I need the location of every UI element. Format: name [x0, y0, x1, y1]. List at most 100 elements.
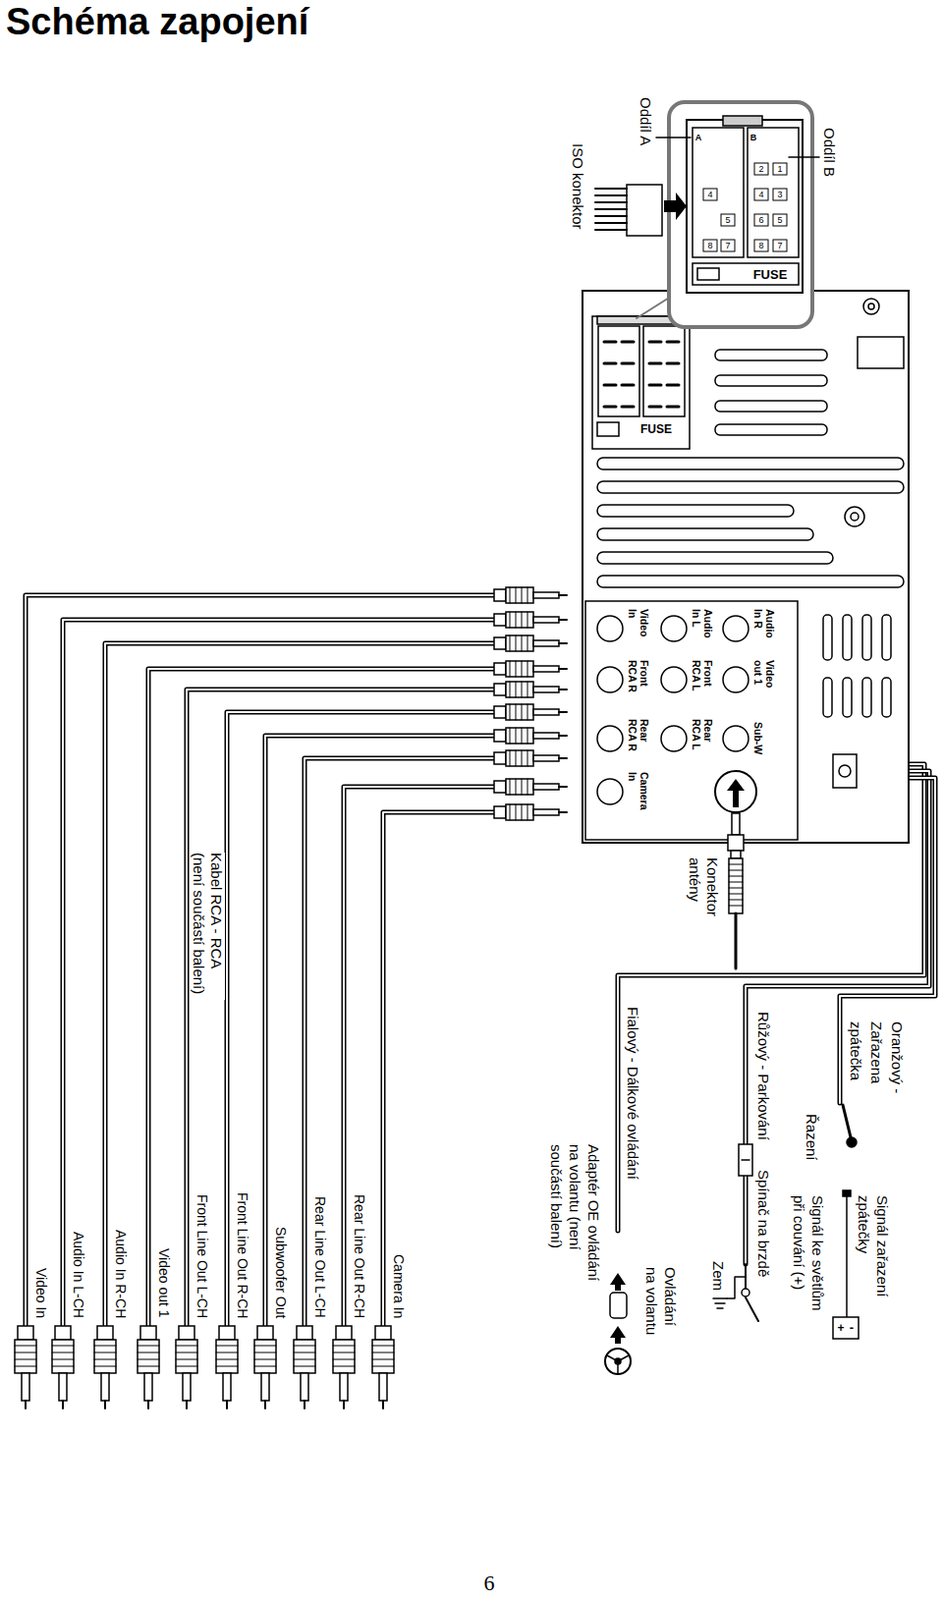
jack-label: Rear RCA R — [626, 719, 651, 759]
vent-slot — [715, 424, 828, 436]
rca-cable-core — [186, 689, 497, 1329]
rca-plug-ridge — [521, 661, 523, 677]
ground-symbol — [717, 1307, 723, 1310]
rca-cable — [62, 619, 497, 1329]
rca-plug-ridge — [52, 1345, 74, 1347]
rca-plug-ridge — [14, 1359, 37, 1361]
rca-cable-core — [383, 812, 497, 1329]
rca-plug-ridge — [515, 804, 517, 821]
rca-plug-ridge — [521, 704, 523, 721]
steering-spoke — [617, 1355, 629, 1362]
rca-plug-tip — [533, 640, 559, 647]
antenna-plug-tip — [731, 813, 740, 835]
rca-plug-ridge — [515, 727, 517, 744]
rca-plug-ridge — [332, 1345, 355, 1347]
rca-plug-ridge — [52, 1366, 74, 1368]
pin-square — [721, 239, 735, 252]
rca-plug-ridge — [372, 1352, 394, 1354]
section-b-outline — [747, 127, 799, 258]
fuse-label: FUSE — [640, 423, 672, 436]
rca-plug-ridge — [216, 1366, 238, 1368]
rca-plug-ridge — [137, 1366, 160, 1368]
rca-plug-ridge — [137, 1352, 160, 1354]
rca-plug-body — [14, 1339, 37, 1374]
jack-outline — [597, 725, 623, 752]
page-title: Schéma zapojení — [5, 0, 309, 46]
rca-plug-pin — [225, 1400, 228, 1409]
rca-plug-tip — [182, 1373, 191, 1401]
rca-plug-body — [505, 661, 534, 677]
jack-label: Audio In L — [690, 609, 715, 649]
wire-label: Zem — [709, 1261, 727, 1291]
wire-connector — [832, 754, 857, 788]
rca-plug-pin — [558, 734, 567, 737]
vent-slot — [882, 614, 891, 661]
rca-plug-ridge — [509, 750, 511, 767]
pointer-arrow — [610, 1273, 626, 1291]
pin-number: 8 — [758, 241, 764, 251]
jack-label: Rear RCA L — [690, 719, 715, 759]
rca-plug-collar — [296, 1326, 313, 1340]
rca-plug-collar — [178, 1326, 195, 1340]
rca-plug-ridge — [515, 635, 517, 652]
rca-plug-pin — [147, 1400, 150, 1409]
rca-plug-collar — [494, 589, 506, 602]
jack-circle — [596, 777, 624, 806]
iso-socket-half — [598, 326, 640, 417]
rca-plug-pin — [558, 785, 567, 788]
iso-socket — [592, 316, 690, 449]
rca-plug-body — [505, 778, 534, 795]
jack-circle — [721, 724, 750, 753]
wire-label: Řazení — [802, 1113, 821, 1162]
pin-number: 2 — [758, 165, 764, 174]
rca-plug-ridge — [14, 1345, 37, 1347]
rca-plug-ridge — [527, 681, 529, 698]
rca-plug-ridge — [509, 587, 511, 604]
rca-plug-collar — [494, 663, 506, 675]
connector-label: Konektor antény — [685, 857, 722, 937]
rca-plug-body — [52, 1339, 74, 1374]
rca-plug-pin — [558, 618, 567, 621]
rca-plug-tip — [533, 783, 559, 790]
rca-plug-tip — [261, 1373, 270, 1401]
rca-plug-ridge — [521, 778, 523, 795]
rca-cable-core — [105, 643, 497, 1329]
pin-number: 7 — [776, 241, 782, 251]
section-a-outline — [692, 127, 744, 258]
vent-slot — [842, 677, 852, 718]
iso-connector-face — [686, 119, 803, 293]
rca-plug-collar — [257, 1326, 274, 1340]
rca-cable-core — [304, 758, 497, 1329]
rca-plug-ridge — [175, 1359, 198, 1361]
steering-spoke — [607, 1355, 618, 1362]
rca-plug-ridge — [515, 681, 517, 698]
jack-label: Audio In R — [752, 609, 777, 649]
rca-plug-ridge — [293, 1345, 316, 1347]
wire-label: Adaptér OE ovládání na volantu (není sou… — [547, 1144, 604, 1292]
vent-slot — [597, 457, 904, 470]
rca-plug-ridge — [527, 635, 529, 652]
leader-line — [788, 156, 820, 159]
rca-plug-ridge — [52, 1352, 74, 1354]
brake-switch-lead — [744, 1264, 747, 1288]
rca-cable-core — [62, 619, 497, 1329]
rca-plug-label: Rear Line Out R-CH — [350, 1194, 368, 1319]
rca-jack: Camera In — [596, 772, 655, 812]
pin-slot — [649, 340, 662, 344]
jack-outline — [661, 725, 687, 752]
page-number: 6 — [484, 1572, 496, 1595]
rca-plug-ridge — [527, 727, 529, 744]
rca-plug-ridge — [515, 611, 517, 628]
rca-plug-tip — [21, 1373, 30, 1401]
rca-cable — [186, 689, 497, 1329]
vent-slot — [862, 677, 872, 718]
rca-plug-collar — [494, 729, 506, 742]
rca-plug-ridge — [332, 1359, 355, 1361]
polarity-sign: - — [849, 1321, 854, 1334]
gear-knob — [846, 1137, 857, 1148]
pin-square — [754, 214, 769, 226]
jack-circle — [721, 665, 750, 694]
jack-circle — [721, 614, 750, 643]
rca-plug-body — [175, 1339, 198, 1374]
rca-plug-ridge — [216, 1359, 238, 1361]
